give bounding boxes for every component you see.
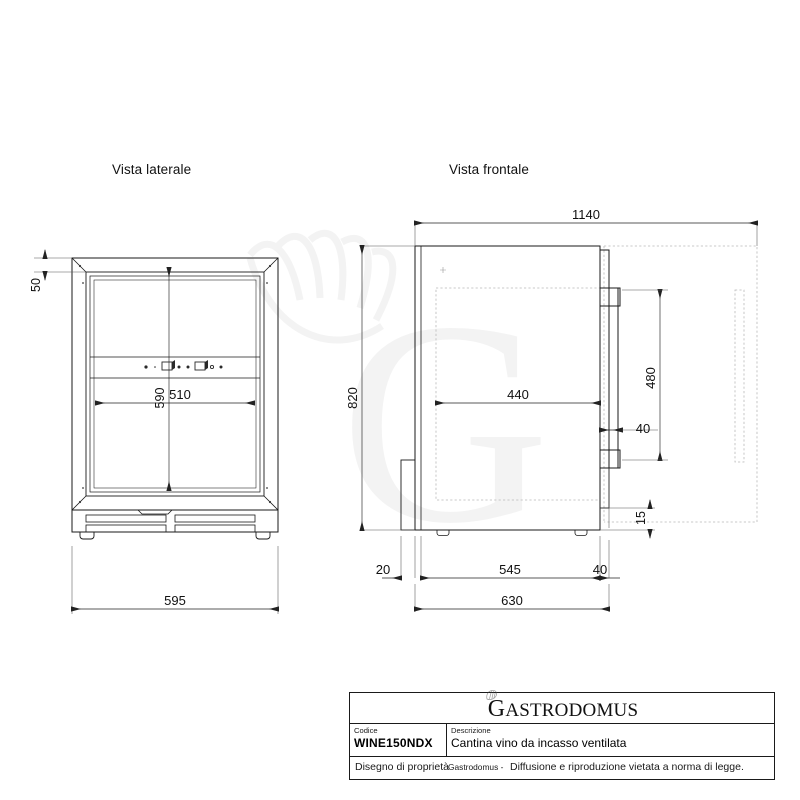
front-foot-right bbox=[574, 529, 588, 536]
control-panel-icons bbox=[144, 360, 223, 371]
front-view-dimensions bbox=[359, 220, 758, 612]
side-cabinet-mitres bbox=[71, 257, 279, 511]
title-block: GASTRODOMUS Codice WINE150NDX Descrizion… bbox=[349, 689, 775, 780]
front-center-mark bbox=[440, 267, 446, 273]
dim-text-480: 480 bbox=[643, 367, 658, 389]
front-handle-bar bbox=[608, 287, 619, 469]
side-cabinet-outer bbox=[71, 257, 279, 511]
dim-text-50: 50 bbox=[29, 278, 43, 292]
view-title-front: Vista frontale bbox=[449, 162, 529, 177]
brand-logo-text: GASTRODOMUS bbox=[486, 689, 639, 722]
dim-text-590: 590 bbox=[153, 388, 167, 409]
view-title-side: Vista laterale bbox=[112, 162, 192, 177]
side-glass-panel bbox=[93, 279, 257, 489]
grille-slot-3 bbox=[85, 524, 167, 533]
display-window-1 bbox=[161, 361, 173, 371]
description-value: Cantina vino da incasso ventilata bbox=[451, 736, 627, 750]
svg-text:G: G bbox=[340, 262, 549, 583]
led-dot-4 bbox=[186, 365, 190, 369]
side-door-frame bbox=[85, 271, 265, 497]
dim-text-15: 15 bbox=[634, 511, 648, 525]
dim-text-545: 545 bbox=[499, 562, 521, 577]
side-foot-right bbox=[255, 531, 271, 540]
title-block-logo-row bbox=[350, 693, 774, 724]
footer-brand-text: Gastrodomus - bbox=[448, 762, 504, 772]
display-bevel-1 bbox=[172, 360, 175, 370]
dim-text-820: 820 bbox=[345, 387, 360, 409]
led-dot-1 bbox=[144, 365, 148, 369]
side-view-dimensions bbox=[34, 249, 279, 614]
open-door-handle bbox=[734, 289, 745, 463]
front-door-leaf bbox=[599, 249, 610, 509]
led-dot-6 bbox=[219, 365, 223, 369]
open-door-swing-path bbox=[604, 245, 758, 523]
side-screw-dots bbox=[78, 264, 272, 504]
footer-ownership-text: Disegno di proprietà bbox=[355, 761, 449, 773]
footer-legal-notice: Diffusione e riproduzione vietata a norm… bbox=[510, 761, 744, 773]
plinth-notch bbox=[137, 509, 173, 515]
front-foot-left bbox=[436, 529, 450, 536]
grille-slot-2 bbox=[174, 514, 256, 523]
grille-slot-4 bbox=[174, 524, 256, 533]
dim-text-40b: 40 bbox=[593, 562, 607, 577]
dim-text-440: 440 bbox=[507, 387, 529, 402]
dim-text-630: 630 bbox=[501, 593, 523, 608]
front-dimension-texts: 1140 820 440 480 40 15 20 545 40 630 bbox=[345, 207, 658, 608]
brand-logo-rest: ASTRODOMUS bbox=[505, 699, 639, 721]
front-handle-bracket-top bbox=[599, 287, 621, 307]
dim-text-40: 40 bbox=[636, 421, 650, 436]
side-dimension-texts: 50 590 510 595 bbox=[29, 278, 191, 608]
brand-logo: GASTRODOMUS bbox=[350, 689, 774, 724]
led-dot-3 bbox=[177, 365, 181, 369]
dim-text-510: 510 bbox=[169, 387, 191, 402]
front-handle-bracket-bottom bbox=[599, 449, 621, 469]
code-label: Codice bbox=[354, 726, 378, 735]
side-view-drawing bbox=[71, 257, 279, 540]
brand-logo-cap: G bbox=[487, 695, 506, 722]
dim-text-595: 595 bbox=[164, 593, 186, 608]
shell-ornament-icon bbox=[486, 689, 497, 700]
dim-text-20: 20 bbox=[376, 562, 390, 577]
grille-slot-1 bbox=[85, 514, 167, 523]
led-dot-5 bbox=[209, 364, 215, 370]
title-block-divider bbox=[446, 724, 447, 757]
watermark-logo: G bbox=[246, 230, 550, 583]
led-dot-2 bbox=[154, 366, 156, 368]
dim-text-1140: 1140 bbox=[572, 207, 600, 222]
title-block-info-row bbox=[350, 724, 774, 757]
side-foot-left bbox=[79, 531, 95, 540]
display-bevel-2 bbox=[205, 360, 208, 370]
description-label: Descrizione bbox=[451, 726, 491, 735]
display-window-2 bbox=[194, 361, 206, 371]
code-value: WINE150NDX bbox=[354, 736, 433, 750]
side-door-frame-inner bbox=[89, 275, 261, 493]
